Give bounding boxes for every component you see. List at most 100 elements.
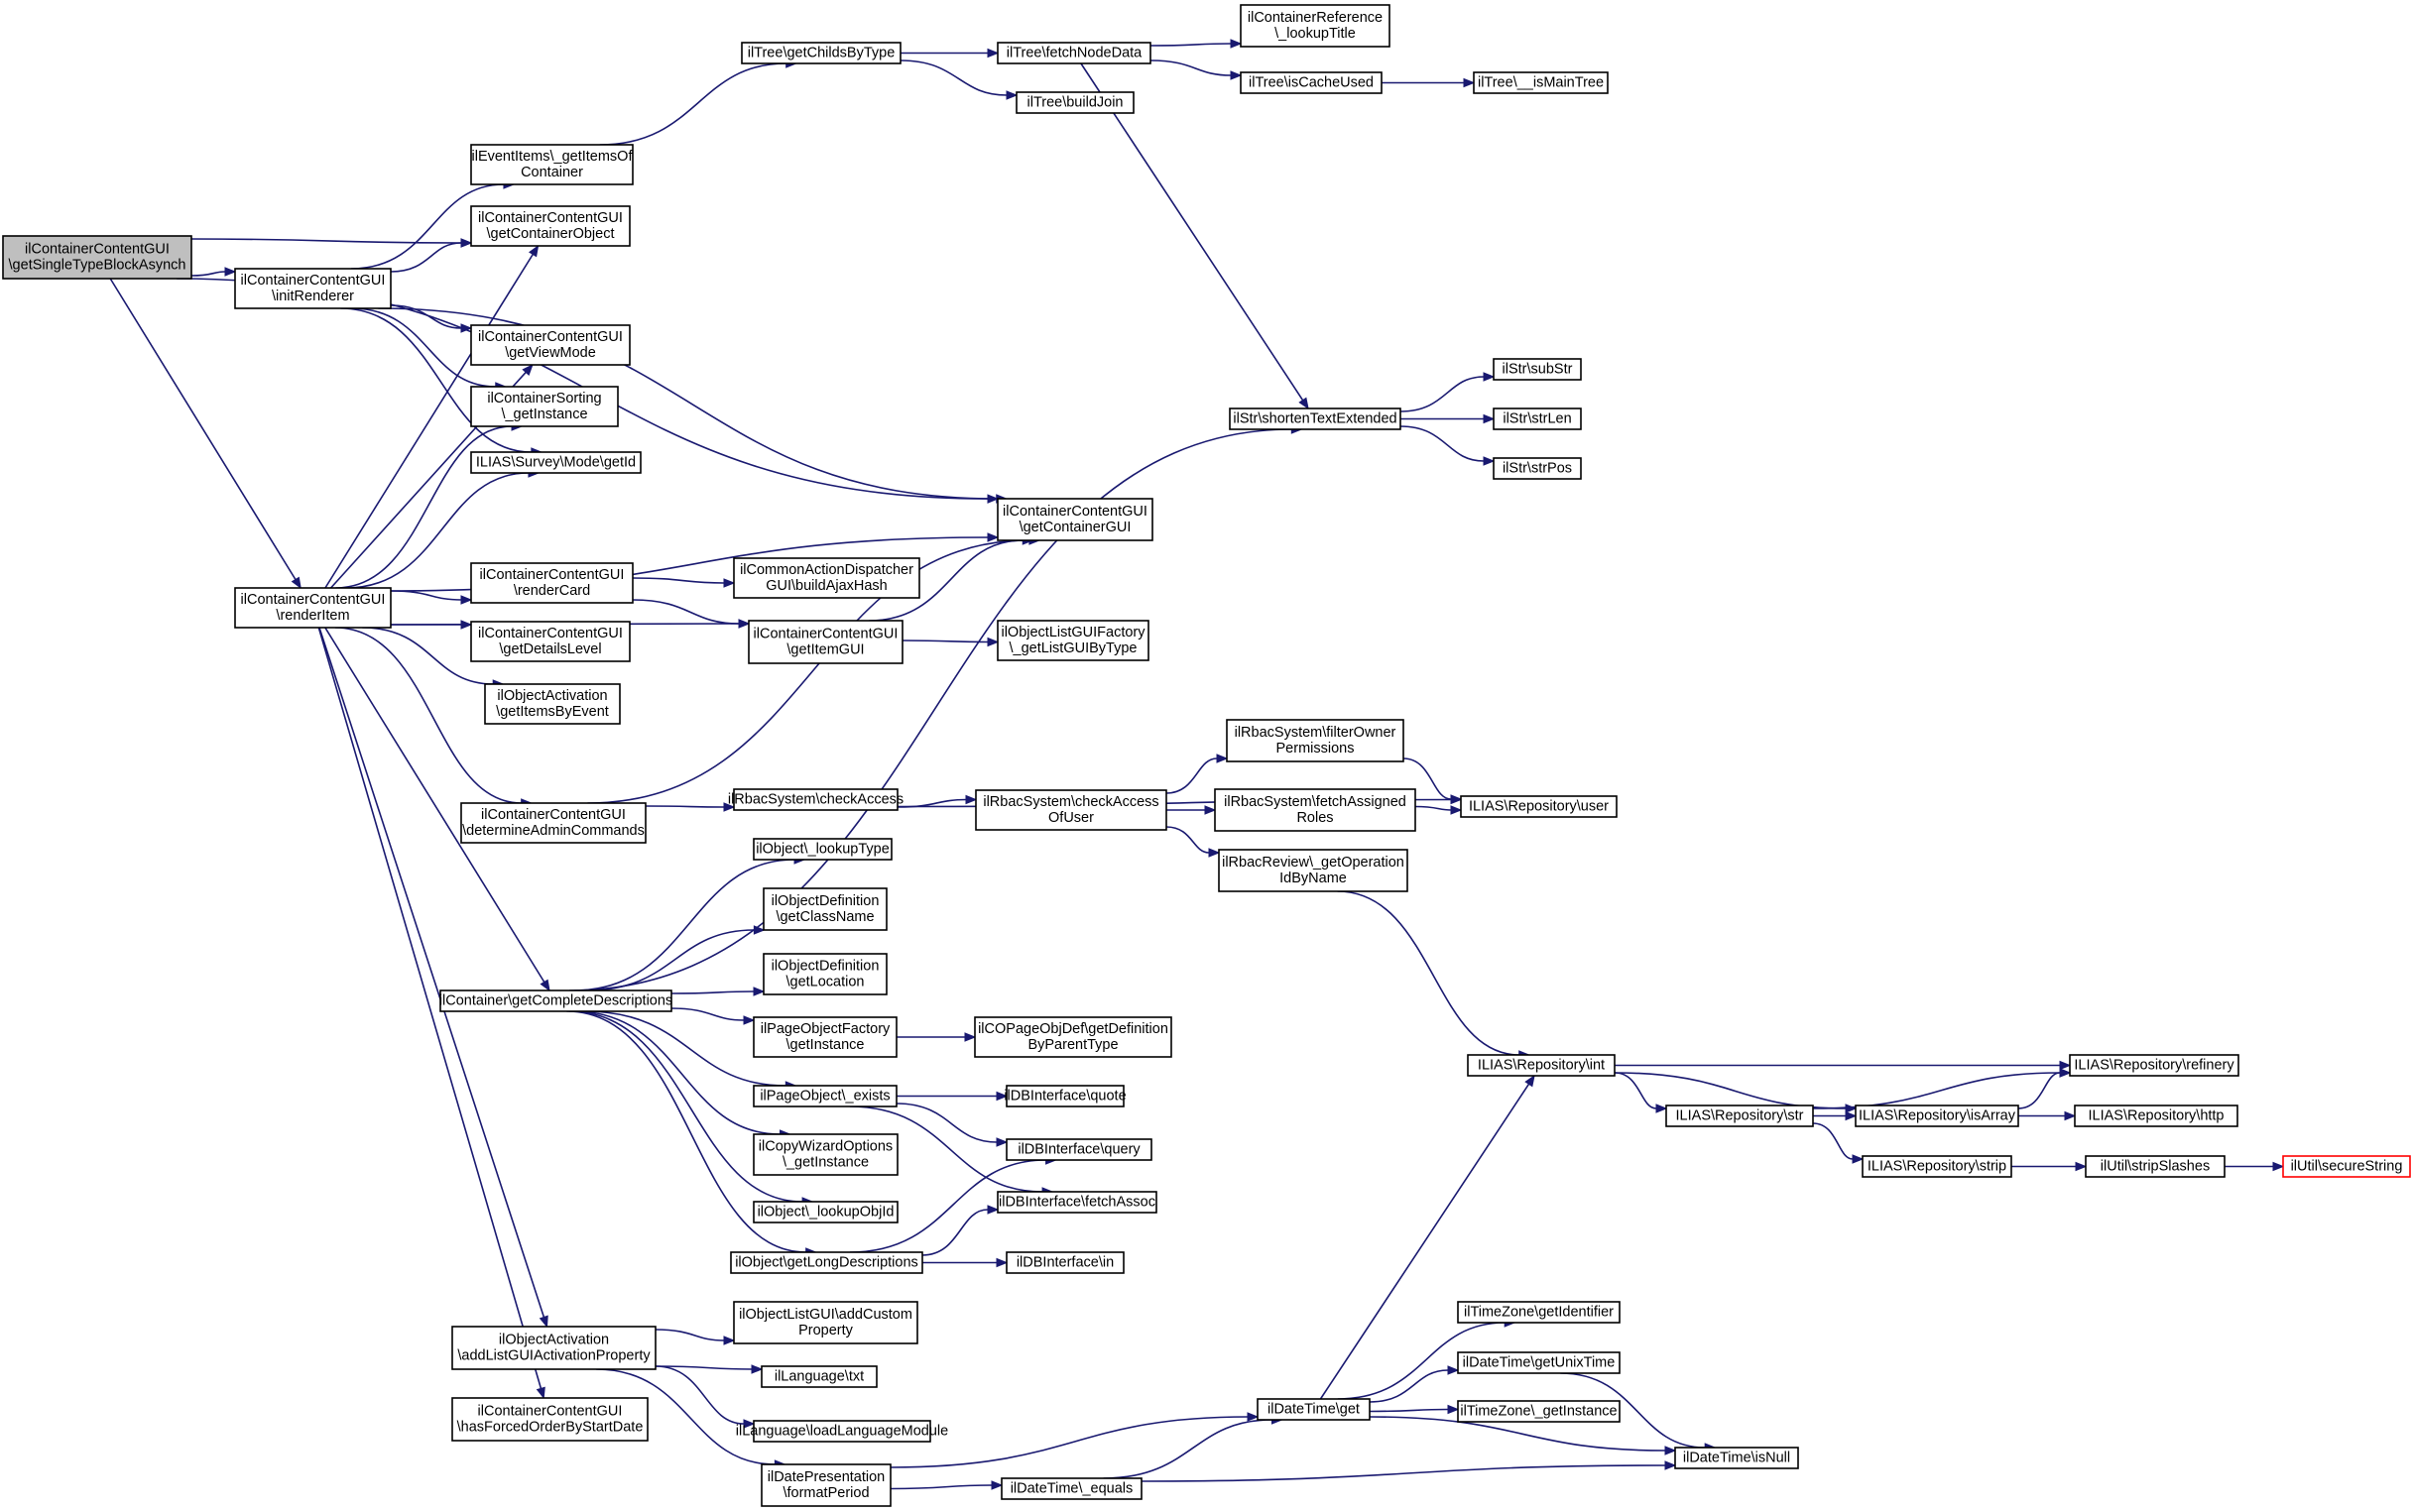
node-ilcontainer-getcompletedescriptions[interactable]: ilContainer\getCompleteDescriptions <box>439 989 672 1012</box>
node-ilobject-lookuptype[interactable]: ilObject\_lookupType <box>753 838 893 861</box>
node-ilcontainercontentgui-initrenderer[interactable]: ilContainerContentGUI\initRenderer <box>234 268 392 309</box>
node-iltimezone-getinstance[interactable]: ilTimeZone\_getInstance <box>1457 1400 1621 1423</box>
node-illanguage-txt[interactable]: ilLanguage\txt <box>761 1365 878 1388</box>
node-ilcontainercontentgui-renderitem[interactable]: ilContainerContentGUI\renderItem <box>234 587 392 629</box>
node-ilstr-substr[interactable]: ilStr\subStr <box>1493 358 1582 381</box>
node-label-line: ilLanguage\txt <box>775 1369 864 1385</box>
node-ilcontainercontentgui-getsingletypeblockasynch[interactable]: ilContainerContentGUI\getSingleTypeBlock… <box>2 235 192 280</box>
call-edge <box>1382 77 1476 88</box>
node-iltree-iscacheused[interactable]: ilTree\isCacheUsed <box>1240 71 1383 94</box>
edge-line <box>1560 1372 1706 1449</box>
node-box <box>1493 358 1582 381</box>
node-illanguage-loadlanguagemodule[interactable]: ilLanguage\loadLanguageModule <box>736 1420 948 1443</box>
node-ilias-repository-str[interactable]: ILIAS\Repository\str <box>1665 1105 1814 1127</box>
edge-line <box>190 238 462 244</box>
node-ilias-repository-strip[interactable]: ILIAS\Repository\strip <box>1862 1155 2012 1178</box>
node-ilobjectactivation-addlistguiactivationproperty[interactable]: ilObjectActivation\addListGUIActivationP… <box>451 1326 657 1370</box>
edge-arrowhead <box>1463 77 1476 88</box>
node-ildatepresentation-formatperiod[interactable]: ilDatePresentation\formatPeriod <box>761 1463 892 1507</box>
node-box <box>1214 788 1416 832</box>
node-label-line: ilCOPageObjDef\getDefinition <box>978 1021 1168 1037</box>
edge-arrowhead <box>987 637 1000 647</box>
edge-arrowhead <box>224 267 237 277</box>
call-edge <box>2018 1110 2077 1121</box>
node-ilpageobject-exists[interactable]: ilPageObject\_exists <box>753 1085 898 1107</box>
node-label-line: Permissions <box>1276 741 1355 756</box>
node-box <box>1229 407 1401 430</box>
node-ilcontainercontentgui-hasforcedorderbystartdate[interactable]: ilContainerContentGUI\hasForcedOrderBySt… <box>451 1397 649 1442</box>
node-ilias-repository-http[interactable]: ILIAS\Repository\http <box>2074 1105 2238 1127</box>
node-ilstr-shortentextextended[interactable]: ilStr\shortenTextExtended <box>1229 407 1401 430</box>
node-iltimezone-getidentifier[interactable]: ilTimeZone\getIdentifier <box>1457 1301 1621 1324</box>
node-ilobjectdefinition-getlocation[interactable]: ilObjectDefinition\getLocation <box>763 953 888 995</box>
node-ilobject-getlongdescriptions[interactable]: ilObject\getLongDescriptions <box>730 1251 923 1274</box>
node-label-line: ilTree\isCacheUsed <box>1249 75 1374 91</box>
node-ilpageobjectfactory-getinstance[interactable]: ilPageObjectFactory\getInstance <box>753 1016 898 1058</box>
node-ildatetime-equals[interactable]: ilDateTime\_equals <box>1001 1477 1143 1500</box>
edge-arrowhead <box>1006 90 1019 100</box>
node-ildbinterface-in[interactable]: ilDBInterface\in <box>1006 1251 1125 1274</box>
node-iltree-ismaintree[interactable]: ilTree\__isMainTree <box>1473 71 1609 94</box>
node-ilutil-securestring[interactable]: ilUtil\secureString <box>2282 1155 2411 1178</box>
edge-line <box>596 1368 776 1465</box>
node-ilias-repository-user[interactable]: ILIAS\Repository\user <box>1460 795 1618 818</box>
node-ildatetime-get[interactable]: ilDateTime\get <box>1257 1398 1371 1421</box>
node-ilias-survey-mode-getid[interactable]: ILIAS\Survey\Mode\getId <box>470 451 642 474</box>
node-ilstr-strpos[interactable]: ilStr\strPos <box>1493 457 1582 480</box>
call-edge <box>1149 39 1243 49</box>
node-ilcontainercontentgui-getitemgui[interactable]: ilContainerContentGUI\getItemGUI <box>748 620 904 664</box>
node-ilutil-stripslashes[interactable]: ilUtil\stripSlashes <box>2085 1155 2226 1178</box>
node-ilcontainercontentgui-getcontainerobject[interactable]: ilContainerContentGUI\getContainerObject <box>470 205 631 247</box>
edge-arrowhead <box>2272 1161 2285 1172</box>
node-ilcontainercontentgui-getviewmode[interactable]: ilContainerContentGUI\getViewMode <box>470 324 631 366</box>
call-edge <box>1812 1068 2072 1109</box>
node-ildbinterface-quote[interactable]: ilDBInterface\quote <box>1004 1085 1127 1107</box>
node-ilcontainercontentgui-getdetailslevel[interactable]: ilContainerContentGUI\getDetailsLevel <box>470 621 631 662</box>
node-ilias-repository-refinery[interactable]: ILIAS\Repository\refinery <box>2069 1054 2239 1077</box>
node-ilias-repository-isarray[interactable]: ILIAS\Repository\isArray <box>1855 1105 2019 1127</box>
edge-line <box>890 1416 1249 1468</box>
node-iltree-getchildsbytype[interactable]: ilTree\getChildsByType <box>741 42 902 64</box>
node-ilobjectdefinition-getclassname[interactable]: ilObjectDefinition\getClassName <box>763 887 888 931</box>
call-edge <box>599 58 798 146</box>
node-ilcontainersorting-getinstance[interactable]: ilContainerSorting\_getInstance <box>470 386 619 427</box>
node-box <box>1240 71 1383 94</box>
node-label-line: ilPageObject\_exists <box>760 1089 890 1105</box>
node-label-line: ilContainerSorting <box>487 391 601 407</box>
node-label-line: ilContainer\getCompleteDescriptions <box>439 993 672 1009</box>
node-ilias-repository-int[interactable]: ILIAS\Repository\int <box>1467 1054 1616 1077</box>
node-ilrbacsystem-checkaccess[interactable]: ilRbacSystem\checkAccess <box>728 788 904 811</box>
node-ilcommonactiondispatcher-gui-buildajaxhash[interactable]: ilCommonActionDispatcherGUI\buildAjaxHas… <box>733 557 920 599</box>
node-ildbinterface-query[interactable]: ilDBInterface\query <box>1006 1138 1152 1161</box>
node-ilobjectlistguifactory-getlistguibytype[interactable]: ilObjectListGUIFactory\_getListGUIByType <box>997 620 1149 661</box>
edge-arrowhead <box>1230 39 1243 49</box>
node-ilcopywizardoptions-getinstance[interactable]: ilCopyWizardOptions\_getInstance <box>753 1133 899 1176</box>
node-box <box>741 42 902 64</box>
edge-arrowhead <box>723 578 736 588</box>
node-iltree-fetchnodedata[interactable]: ilTree\fetchNodeData <box>997 42 1151 64</box>
node-ilstr-strlen[interactable]: ilStr\strLen <box>1493 407 1582 430</box>
node-ilcontainercontentgui-getcontainergui[interactable]: ilContainerContentGUI\getContainerGUI <box>997 498 1153 541</box>
edge-line <box>645 805 725 808</box>
edge-line <box>351 183 504 270</box>
node-iltree-buildjoin[interactable]: ilTree\buildJoin <box>1016 91 1135 114</box>
node-box <box>1457 1351 1621 1374</box>
node-label-line: ILIAS\Repository\user <box>1469 799 1609 815</box>
node-ilobjectactivation-getitemsbyevent[interactable]: ilObjectActivation\getItemsByEvent <box>484 683 621 725</box>
node-label-line: \_getInstance <box>501 407 587 422</box>
node-ildatetime-getunixtime[interactable]: ilDateTime\getUnixTime <box>1457 1351 1621 1374</box>
node-box <box>763 887 888 931</box>
node-ilcontainercontentgui-determineadmincommands[interactable]: ilContainerContentGUI\determineAdminComm… <box>460 802 647 844</box>
node-ilcontainerreference-lookuptitle[interactable]: ilContainerReference\_lookupTitle <box>1240 4 1390 48</box>
node-ilobject-lookupobjid[interactable]: ilObject\_lookupObjId <box>753 1201 899 1223</box>
node-ilcontainercontentgui-rendercard[interactable]: ilContainerContentGUI\renderCard <box>470 562 634 604</box>
node-ildatetime-isnull[interactable]: ilDateTime\isNull <box>1674 1447 1799 1469</box>
node-ildbinterface-fetchassoc[interactable]: ilDBInterface\fetchAssoc <box>997 1191 1157 1214</box>
